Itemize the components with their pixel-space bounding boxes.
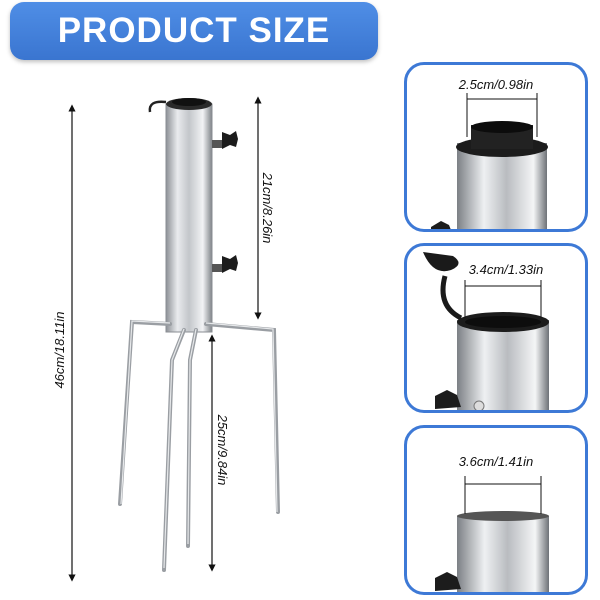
inner-diameter-label-top: 2.5cm/0.98in (458, 77, 534, 92)
ground-spikes (118, 319, 280, 572)
total-height-label: 46cm/18.11in (52, 311, 67, 388)
holder-tube (148, 98, 213, 333)
knob-icon (212, 255, 238, 273)
inner-diameter-label-middle: 3.4cm/1.33in (468, 262, 544, 277)
detail-panel-top: 2.5cm/0.98in (404, 62, 588, 232)
title-banner: PRODUCT SIZE (10, 2, 378, 60)
knob-icon (212, 131, 238, 149)
product-figure: 46cm/18.11in 21cm/8.26in 25cm/9.84in (52, 96, 280, 582)
tube-height-label: 21cm/8.26in (260, 172, 275, 244)
inner-diameter-label-bottom: 3.6cm/1.41in (458, 454, 534, 469)
detail-panel-middle: 3.4cm/1.33in (404, 243, 588, 413)
detail-panel-bottom: 3.6cm/1.41in (404, 425, 588, 595)
page-title: PRODUCT SIZE (57, 11, 331, 50)
spike-height-label: 25cm/9.84in (215, 414, 230, 486)
